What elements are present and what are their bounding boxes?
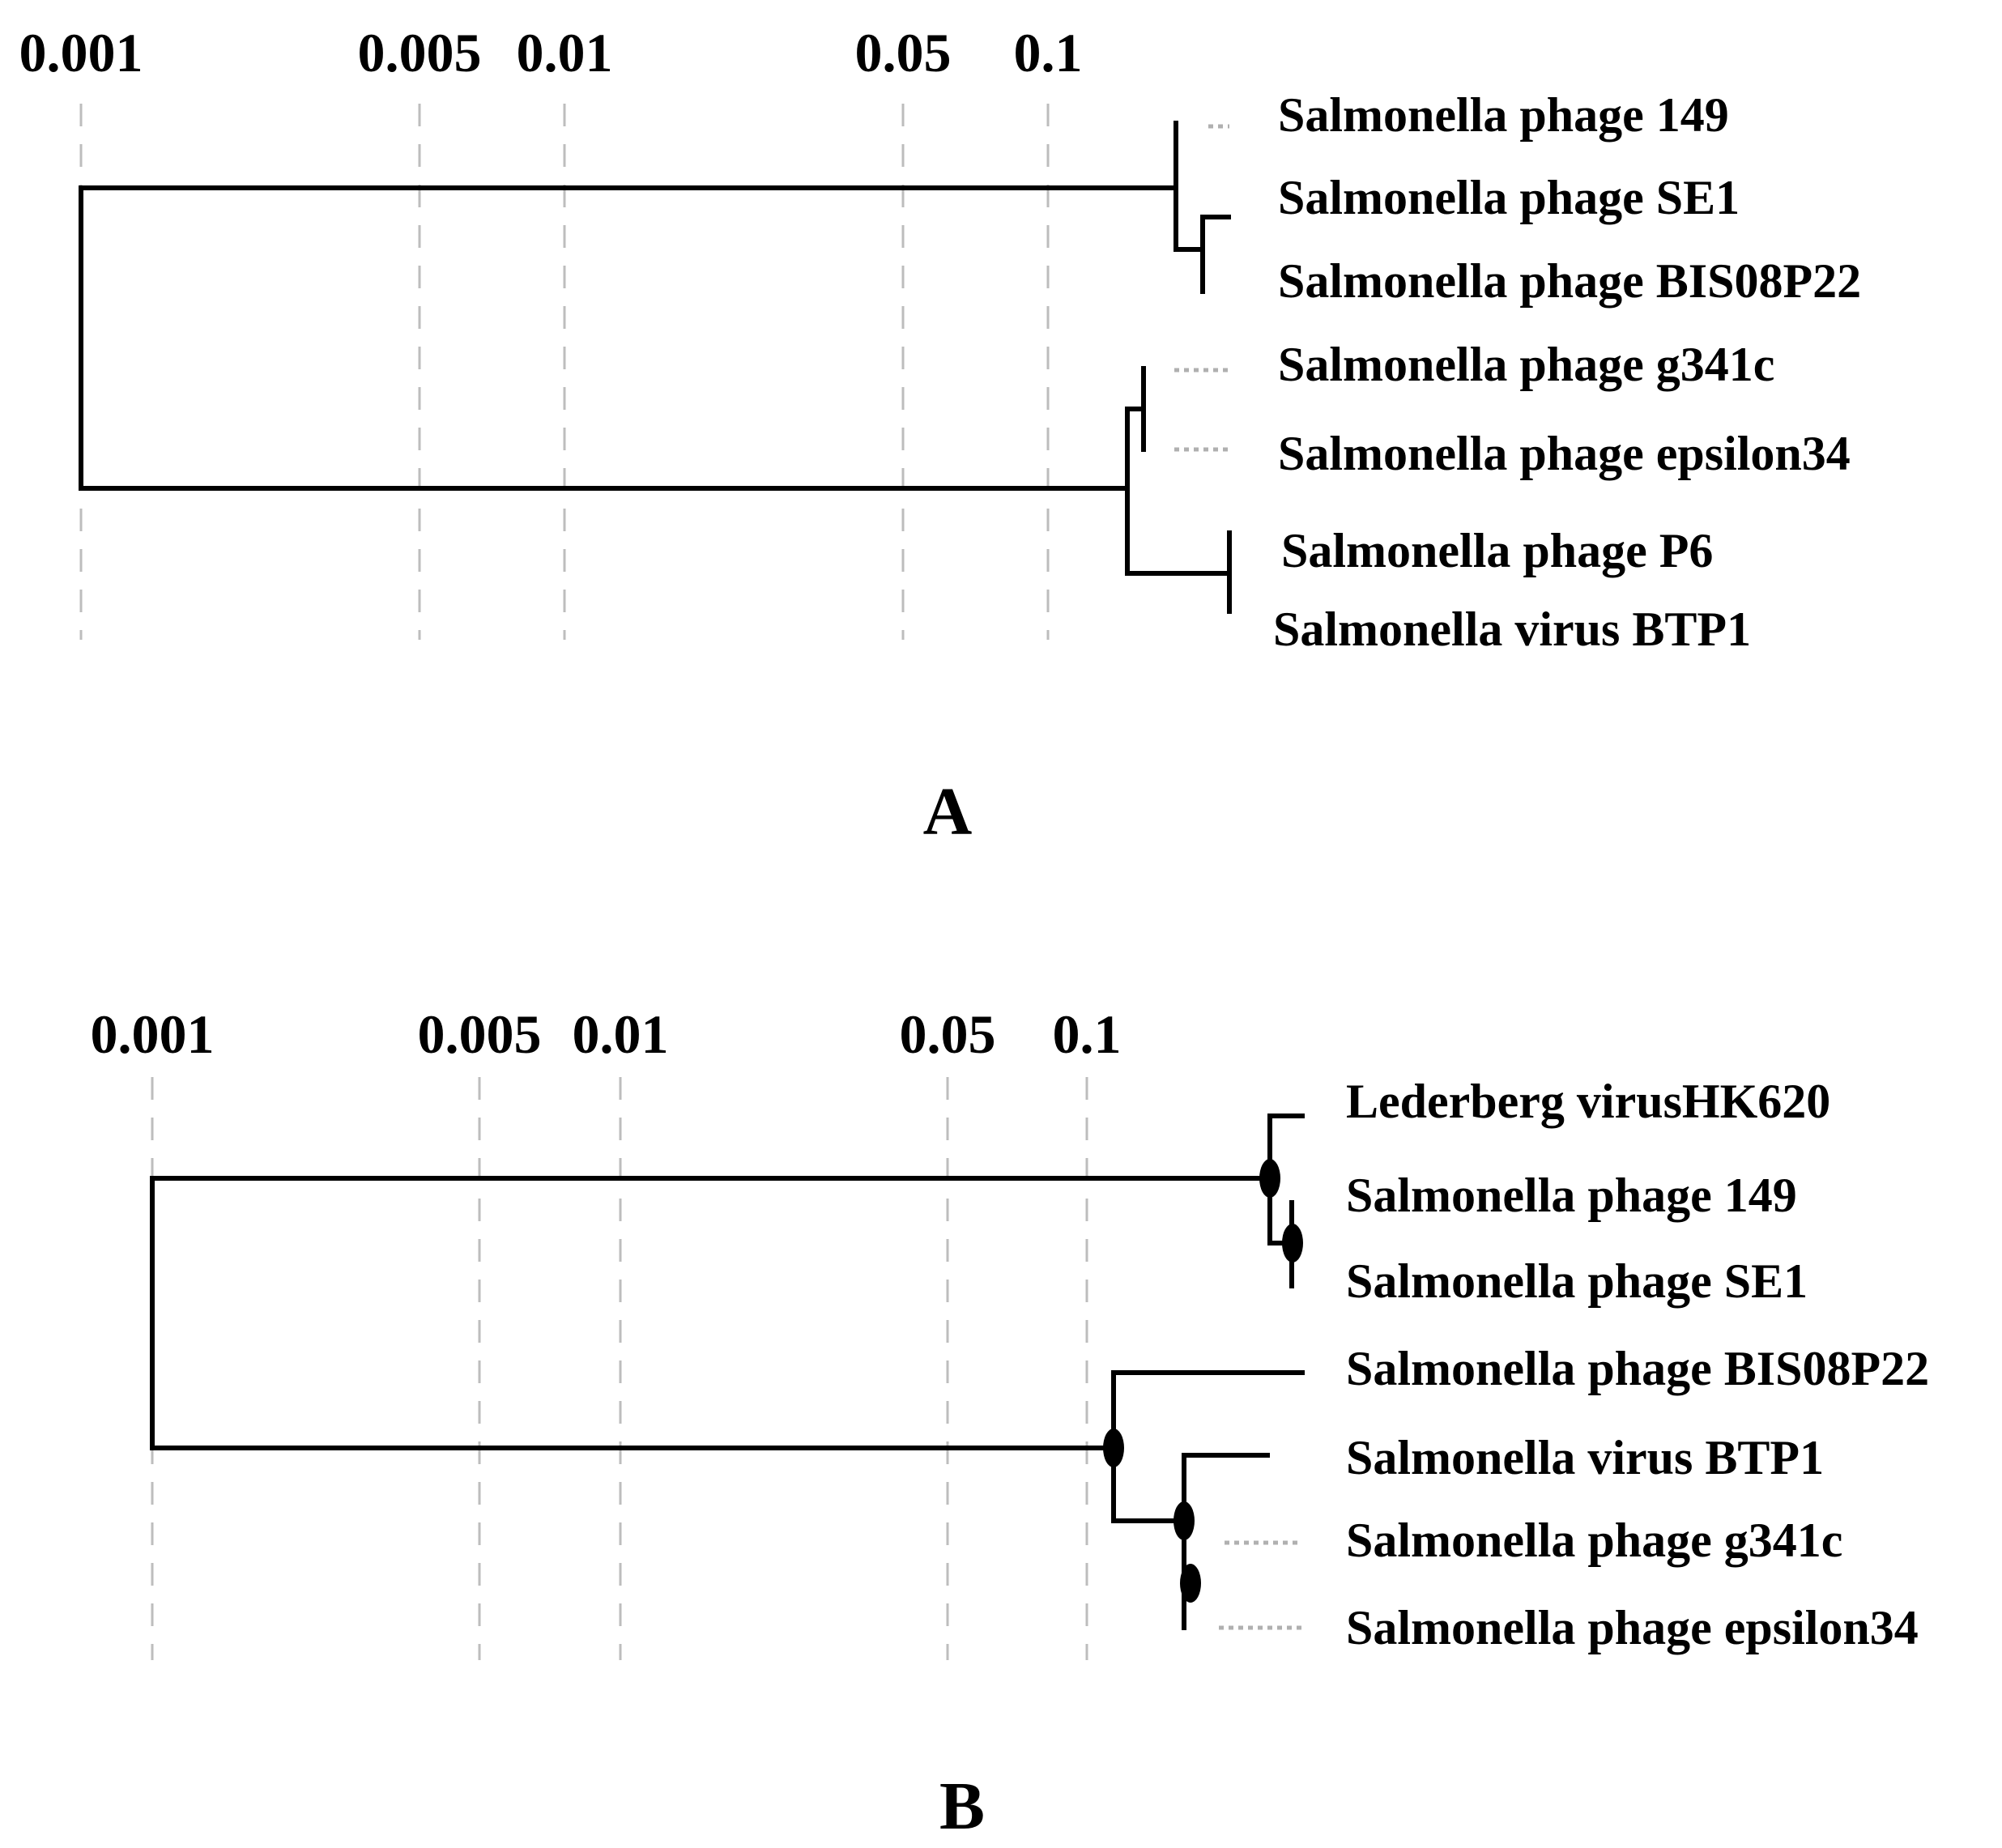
panel-a-leaf-label: Salmonella phage SE1 bbox=[1278, 171, 1740, 224]
panel-b-tick-0.1: 0.1 bbox=[1053, 1003, 1122, 1065]
panel-a-leaf-label: Salmonella phage g341c bbox=[1278, 338, 1774, 391]
panel-b-leaf-label: Salmonella phage BIS08P22 bbox=[1346, 1342, 1929, 1395]
panel-b-tick-0.005: 0.005 bbox=[418, 1003, 542, 1065]
panel-b-tree: 0.001 0.005 0.01 0.05 0.1 Lederberg viru… bbox=[91, 1003, 1929, 1660]
panel-a-leaf-label: Salmonella phage 149 bbox=[1278, 88, 1729, 142]
panel-a-tick-0.05: 0.05 bbox=[855, 22, 952, 83]
panel-b-leaf-label: Lederberg virusHK620 bbox=[1346, 1075, 1830, 1128]
panel-b-node-marker bbox=[1103, 1429, 1124, 1467]
panel-a-upper-clade-branch bbox=[1174, 121, 1231, 294]
panel-b-lower-clade-branch bbox=[1111, 1370, 1305, 1630]
panel-a-tree: 0.001 0.005 0.01 0.05 0.1 Salmonella pha… bbox=[19, 22, 1862, 656]
panel-b-leaf-label: Salmonella phage g341c bbox=[1346, 1514, 1842, 1567]
panel-b-tick-0.05: 0.05 bbox=[900, 1003, 996, 1065]
panel-a-label: A bbox=[923, 774, 973, 849]
panel-a-tick-0.01: 0.01 bbox=[517, 22, 613, 83]
panel-b-leaf-label: Salmonella phage 149 bbox=[1346, 1169, 1797, 1222]
panel-a-lower-clade-branch bbox=[1125, 366, 1232, 614]
panel-a-leaf-label: Salmonella virus BTP1 bbox=[1273, 603, 1751, 656]
panel-b-node-marker bbox=[1180, 1564, 1201, 1603]
panel-b-node-marker bbox=[1282, 1224, 1303, 1263]
panel-a-tick-0.001: 0.001 bbox=[19, 22, 143, 83]
panel-b-root-branch bbox=[150, 1176, 1272, 1450]
panel-b-tick-0.01: 0.01 bbox=[573, 1003, 669, 1065]
panel-a-leaf-label: Salmonella phage BIS08P22 bbox=[1278, 254, 1861, 308]
panel-b-tick-0.001: 0.001 bbox=[91, 1003, 215, 1065]
panel-b-node-marker bbox=[1174, 1501, 1195, 1540]
panel-a-leaf-label: Salmonella phage epsilon34 bbox=[1278, 427, 1851, 480]
panel-b-leaf-label: Salmonella phage SE1 bbox=[1346, 1254, 1808, 1308]
panel-a-tick-0.1: 0.1 bbox=[1014, 22, 1083, 83]
panel-b-leaf-label: Salmonella virus BTP1 bbox=[1346, 1431, 1824, 1484]
panel-b-upper-clade-branch bbox=[1267, 1113, 1305, 1288]
panel-b-label: B bbox=[939, 1769, 985, 1844]
panel-a-tick-0.005: 0.005 bbox=[358, 22, 482, 83]
panel-b-leaf-label: Salmonella phage epsilon34 bbox=[1346, 1601, 1919, 1654]
panel-a-leaf-label: Salmonella phage P6 bbox=[1281, 524, 1713, 577]
panel-a-root-branch bbox=[79, 185, 1178, 491]
panel-b-node-marker bbox=[1259, 1159, 1280, 1198]
